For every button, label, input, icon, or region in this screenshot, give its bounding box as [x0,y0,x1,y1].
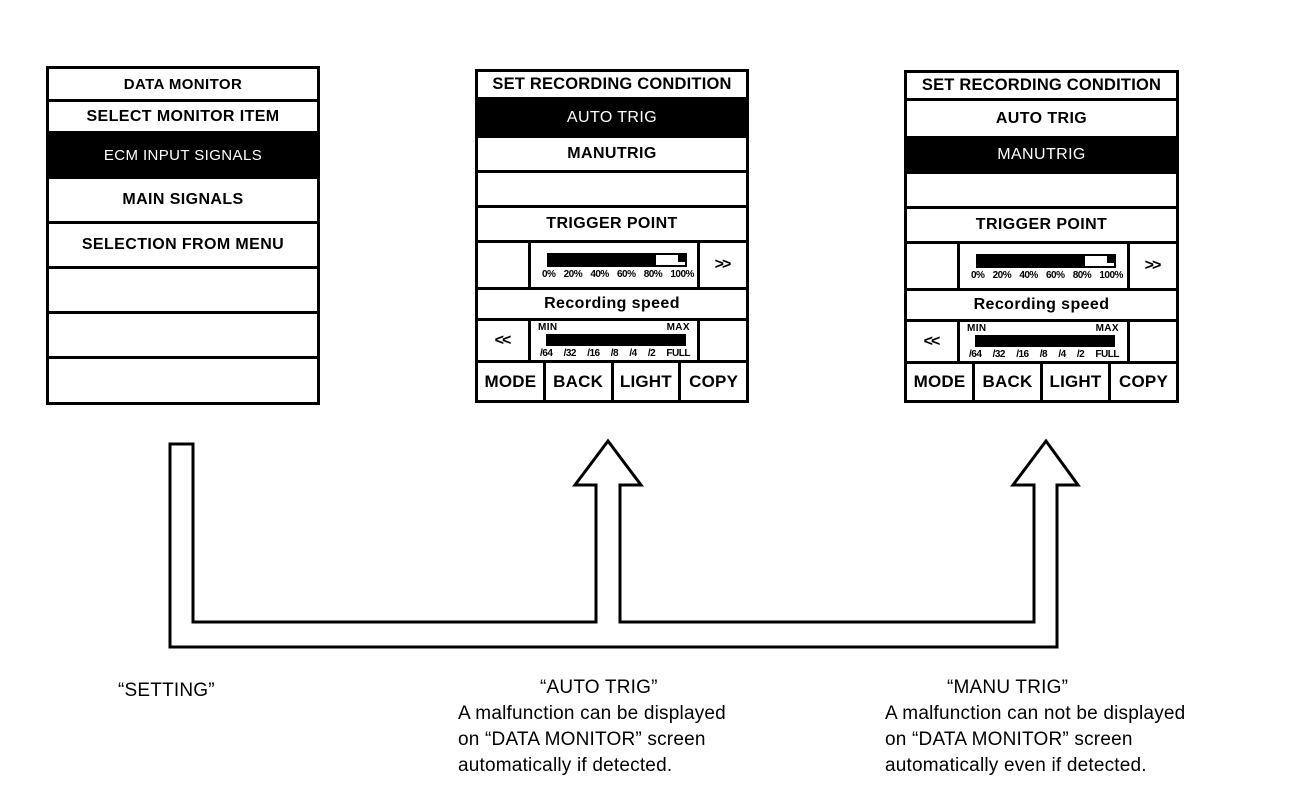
data-monitor-screen: DATA MONITOR SELECT MONITOR ITEM ECM INP… [46,66,320,405]
speed-bar[interactable] [975,335,1115,347]
light-button[interactable]: LIGHT [1043,364,1111,400]
tick-label: /4 [1058,349,1066,360]
menu-item-empty [49,269,317,314]
tick-label: 0% [971,270,985,281]
fast-forward-icon[interactable]: >> [714,256,732,273]
manu-trig-caption-line: automatically even if detected. [885,755,1147,776]
tick-label: 20% [563,269,583,280]
trigger-point-fill [549,255,657,265]
auto-trig-caption-line: A malfunction can be displayed [458,703,726,724]
tick-label: /16 [587,348,600,359]
tick-label: 80% [643,269,663,280]
auto-trig-row[interactable]: AUTO TRIG [907,101,1176,139]
copy-button[interactable]: COPY [689,371,739,391]
tick-label: 20% [992,270,1012,281]
tick-label: 0% [542,269,556,280]
tick-label: /4 [629,348,637,359]
recording-speed-label: Recording speed [478,290,746,321]
back-button[interactable]: BACK [975,364,1043,400]
tick-label: FULL [1095,349,1119,360]
tick-label: /64 [969,349,982,360]
speed-slider-cell: MIN MAX /64 /32 /16 /8 /4 /2 FULL [531,321,700,360]
trigger-point-end-notch [678,255,685,262]
trigger-scale: 0% 20% 40% 60% 80% 100% [971,270,1123,281]
tick-label: /8 [1039,349,1048,360]
light-button[interactable]: LIGHT [614,363,682,400]
setting-caption: “SETTING” [118,680,215,701]
spacer-cell [700,321,746,360]
tick-label: 40% [1019,270,1038,281]
tick-label: /8 [610,348,619,359]
min-label: MIN [967,323,987,334]
trigger-point-cell: 0% 20% 40% 60% 80% 100% [960,244,1130,288]
trigger-point-label: TRIGGER POINT [907,209,1176,244]
auto-trig-caption-line: automatically if detected. [458,755,673,776]
tick-label: /64 [540,348,553,359]
max-label: MAX [666,322,690,333]
tick-label: 80% [1072,270,1092,281]
empty-row [907,174,1176,209]
max-label: MAX [1095,323,1119,334]
mode-button[interactable]: MODE [907,364,975,400]
speed-minmax-labels: MIN MAX [538,323,690,333]
manu-trig-caption-heading: “MANU TRIG” [947,677,1069,698]
fast-forward-icon[interactable]: >> [1144,257,1162,274]
spacer-cell [478,243,531,287]
menu-item-empty [49,314,317,359]
tick-label: 100% [670,269,694,280]
set-recording-condition-screen-manu: SET RECORDING CONDITION AUTO TRIG MANUTR… [904,70,1179,403]
menu-item-select-monitor-item[interactable]: SELECT MONITOR ITEM [49,102,317,134]
tick-label: 100% [1099,270,1123,281]
tick-label: /32 [992,349,1006,360]
mode-button[interactable]: MODE [478,363,546,400]
speed-scale: /64 /32 /16 /8 /4 /2 FULL [969,349,1119,360]
manu-trig-caption: “MANU TRIG” A malfunction can not be dis… [885,675,1185,779]
speed-bar[interactable] [546,334,686,346]
menu-item-ecm-input-signals-selected[interactable]: ECM INPUT SIGNALS [49,134,317,179]
tick-label: FULL [666,348,690,359]
auto-trig-caption: “AUTO TRIG” A malfunction can be display… [458,675,726,779]
tick-label: /16 [1016,349,1029,360]
speed-slider-cell: MIN MAX /64 /32 /16 /8 /4 /2 FULL [960,322,1130,361]
manu-trig-caption-line: A malfunction can not be displayed [885,703,1186,724]
back-button[interactable]: BACK [546,363,614,400]
spacer-cell [907,244,960,288]
recording-screen-title: SET RECORDING CONDITION [478,72,746,100]
auto-trig-caption-line: on “DATA MONITOR” screen [458,729,706,750]
copy-button[interactable]: COPY [1119,372,1168,391]
trigger-point-bar[interactable] [976,254,1116,268]
trigger-point-fill [978,256,1086,266]
rewind-icon[interactable]: << [907,322,960,361]
recording-speed-label: Recording speed [907,291,1176,322]
auto-trig-caption-heading: “AUTO TRIG” [540,677,658,698]
manu-trig-caption-line: on “DATA MONITOR” screen [885,729,1133,750]
trigger-point-cell: 0% 20% 40% 60% 80% 100% [531,243,700,287]
tick-label: /2 [1076,349,1085,360]
recording-screen-title: SET RECORDING CONDITION [907,73,1176,101]
tick-label: /32 [563,348,577,359]
setting-flow-arrows [168,438,1081,649]
tick-label: 40% [590,269,609,280]
manu-trig-row[interactable]: MANUTRIG [478,138,746,173]
auto-trig-row-selected[interactable]: AUTO TRIG [478,100,746,138]
menu-item-selection-from-menu[interactable]: SELECTION FROM MENU [49,224,317,269]
menu-item-main-signals[interactable]: MAIN SIGNALS [49,179,317,224]
manu-trig-row-selected[interactable]: MANUTRIG [907,139,1176,174]
trigger-point-bar[interactable] [547,253,687,267]
rewind-icon[interactable]: << [478,321,531,360]
min-label: MIN [538,322,558,333]
tick-label: /2 [647,348,656,359]
trigger-scale: 0% 20% 40% 60% 80% 100% [542,269,694,280]
menu-item-empty [49,359,317,402]
tick-label: 60% [617,269,636,280]
spacer-cell [1130,322,1176,361]
set-recording-condition-screen-auto: SET RECORDING CONDITION AUTO TRIG MANUTR… [475,69,749,403]
trigger-point-end-notch [1107,256,1114,263]
trigger-point-label: TRIGGER POINT [478,208,746,243]
speed-minmax-labels: MIN MAX [967,324,1119,334]
empty-row [478,173,746,208]
data-monitor-title: DATA MONITOR [49,69,317,102]
speed-scale: /64 /32 /16 /8 /4 /2 FULL [540,348,690,359]
tick-label: 60% [1046,270,1065,281]
